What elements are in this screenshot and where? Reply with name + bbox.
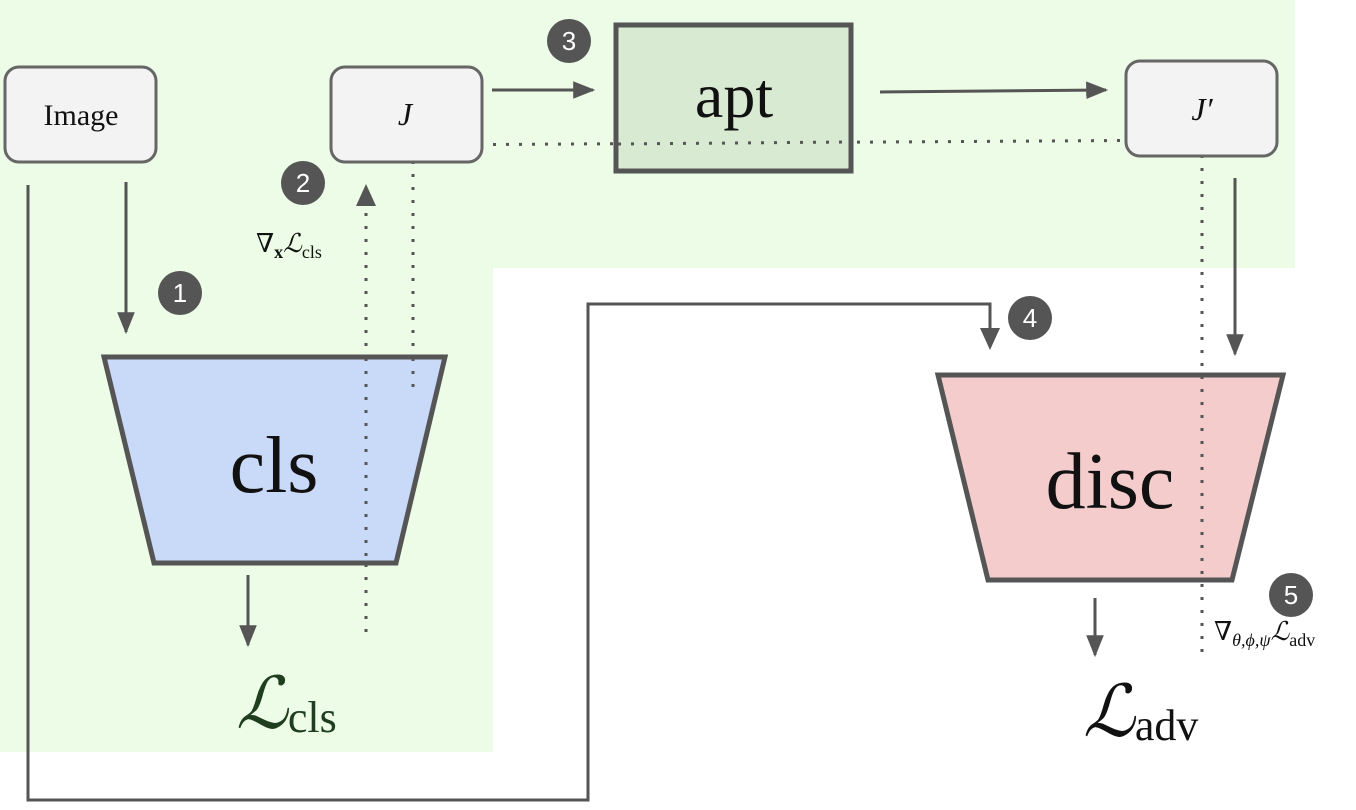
badge-4: 4 xyxy=(1008,296,1052,340)
badge-1: 1 xyxy=(158,271,202,315)
cls-node: cls xyxy=(100,354,449,566)
loss-adv: ℒadv xyxy=(1083,672,1198,752)
apt-node: apt xyxy=(613,22,854,174)
arrow-apt-to-jprime xyxy=(879,81,1109,99)
j-node: J xyxy=(329,65,484,164)
arrowhead-disc xyxy=(980,328,1000,350)
jprime-node: J′ xyxy=(1124,59,1279,158)
svg-text:1: 1 xyxy=(173,278,187,308)
cls-label: cls xyxy=(230,422,319,510)
gradient-x-label: ∇xℒcls xyxy=(256,229,322,262)
j-label: J xyxy=(398,96,414,132)
image-label: Image xyxy=(44,99,119,132)
jprime-label: J′ xyxy=(1191,91,1213,127)
badge-2: 2 xyxy=(281,161,325,205)
image-node: Image xyxy=(3,65,158,164)
badge-5: 5 xyxy=(1269,573,1313,617)
apt-label: apt xyxy=(695,60,773,131)
loss-cls: ℒcls xyxy=(236,664,337,744)
connector-image-to-disc xyxy=(26,185,992,802)
svg-text:5: 5 xyxy=(1284,580,1298,610)
gradient-params-label: ∇θ,ϕ,ψℒadv xyxy=(1214,617,1315,650)
disc-label: disc xyxy=(1046,438,1175,526)
svg-text:3: 3 xyxy=(562,26,576,56)
disc-node: disc xyxy=(934,372,1287,583)
badge-3: 3 xyxy=(547,19,591,63)
dotted-arrowhead-up xyxy=(356,184,376,206)
svg-text:2: 2 xyxy=(296,168,310,198)
svg-text:4: 4 xyxy=(1023,303,1037,333)
